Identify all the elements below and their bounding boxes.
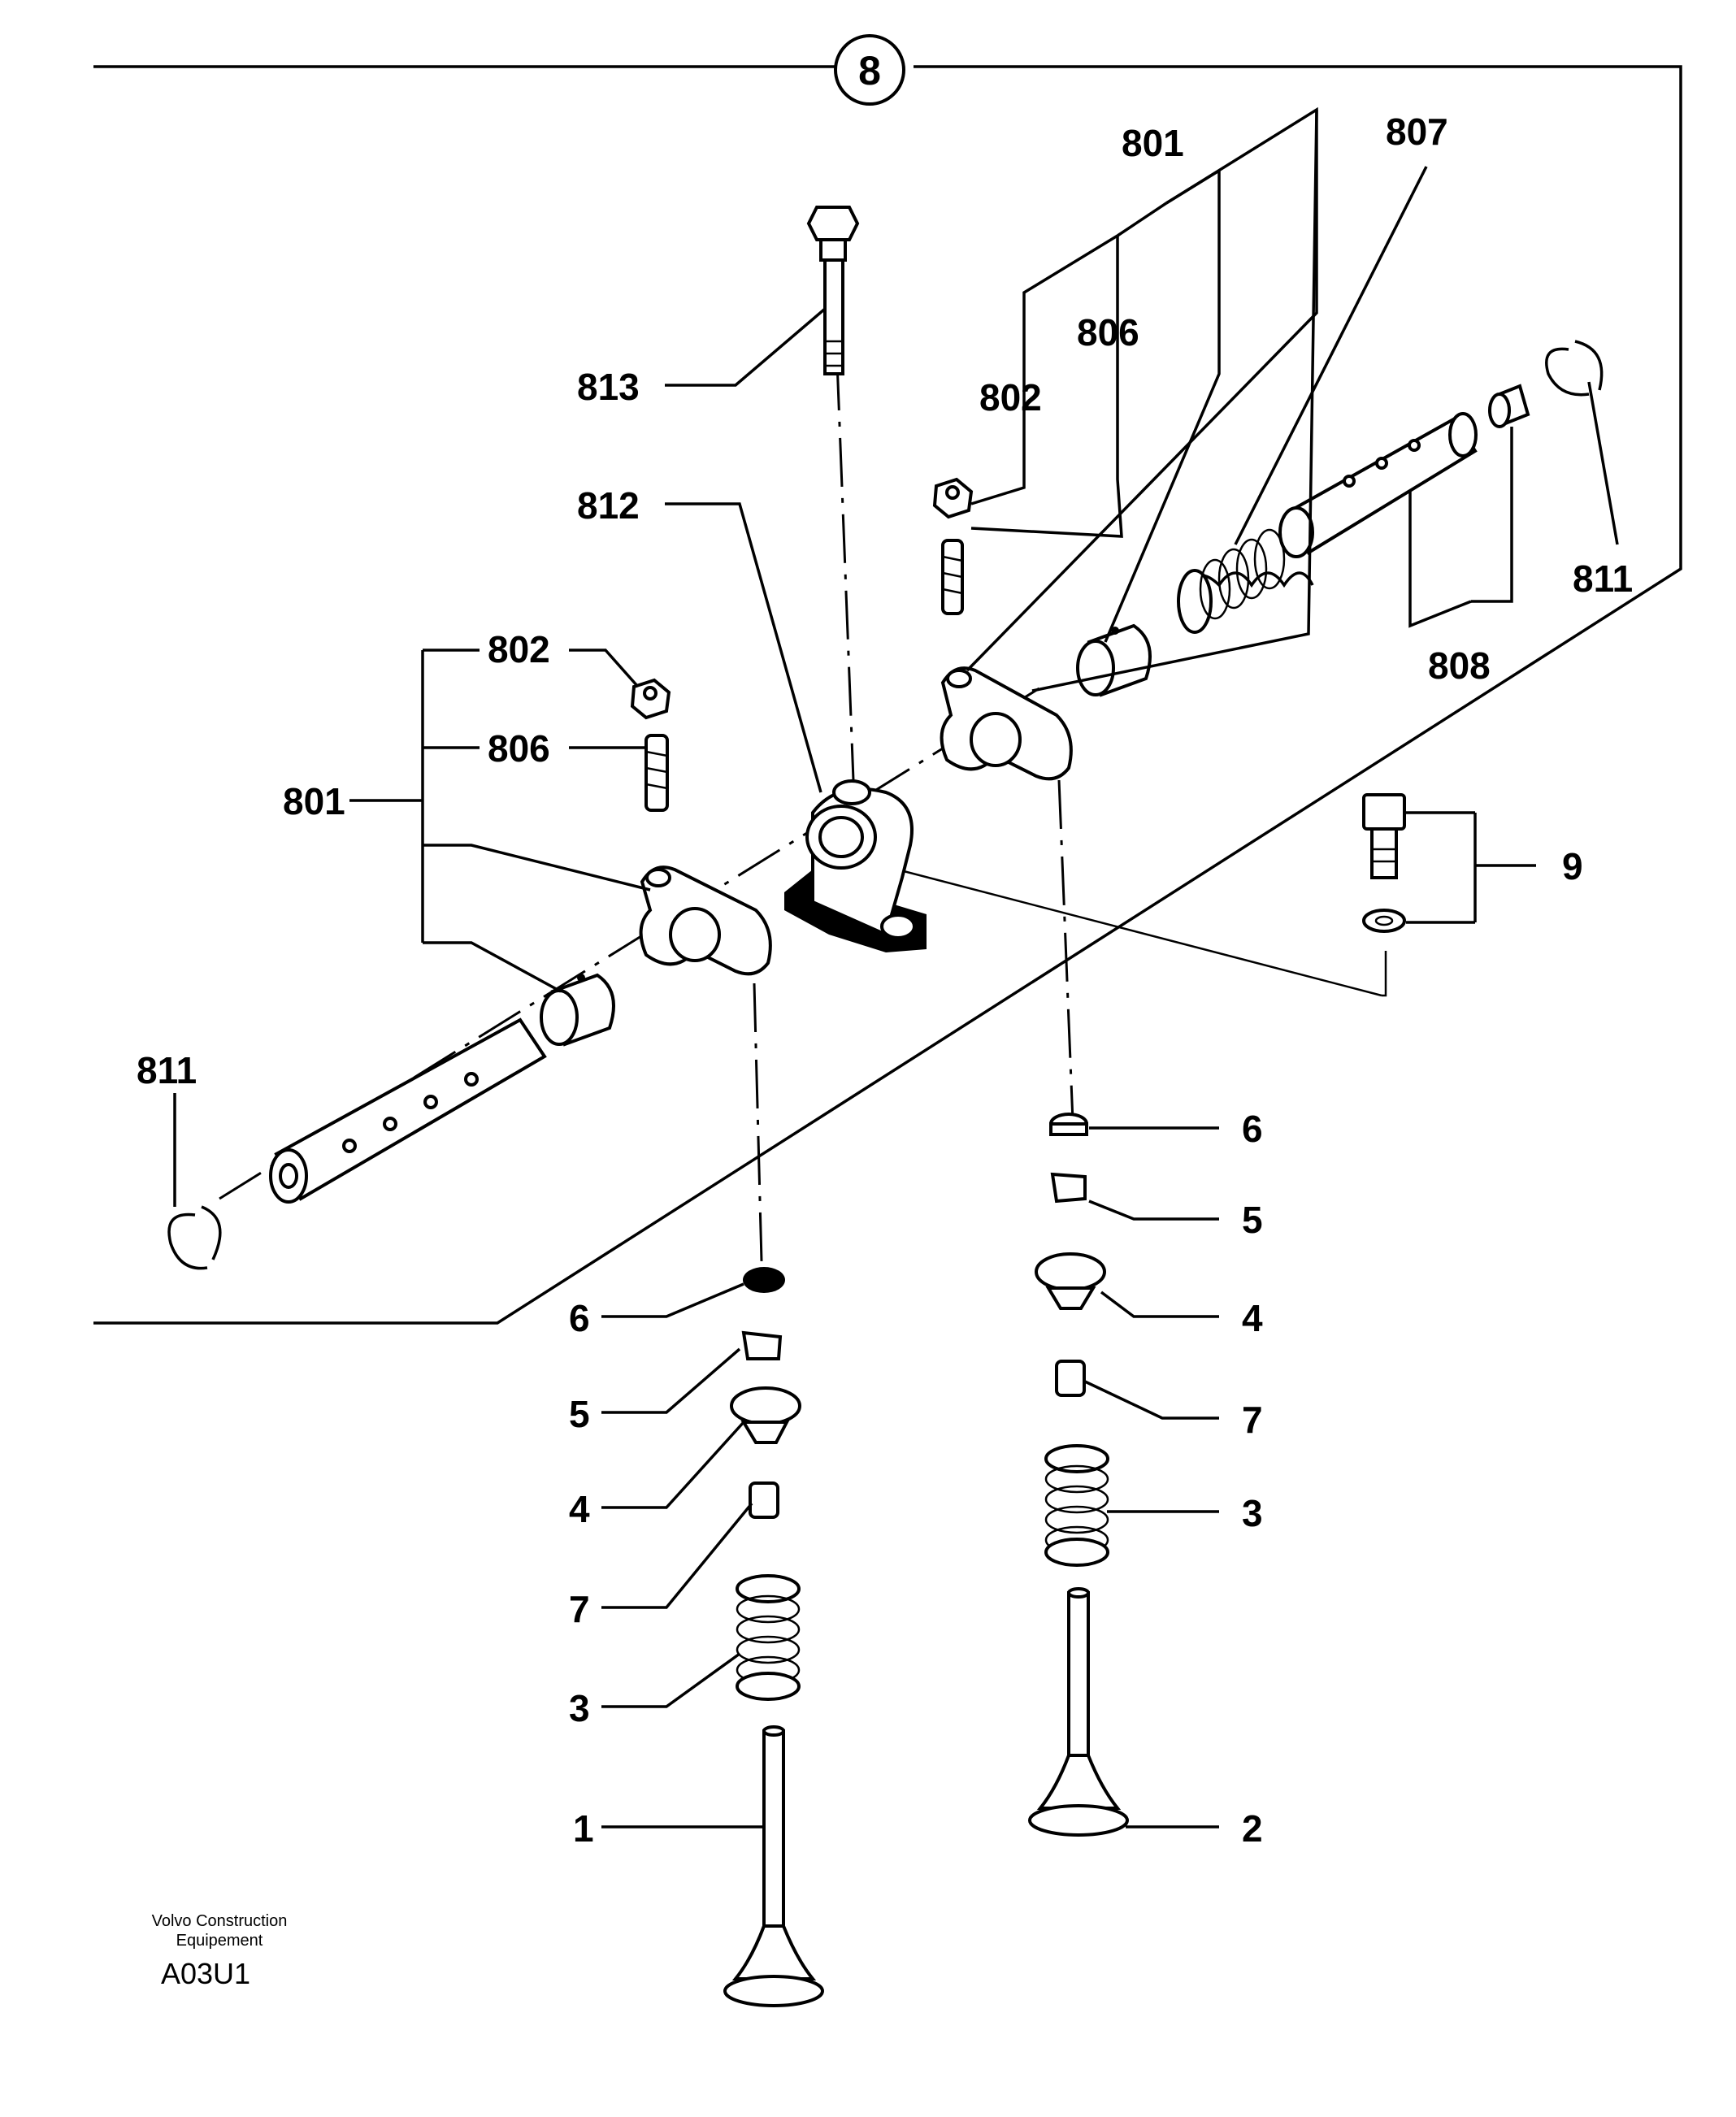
group-8-boundary xyxy=(93,65,1682,1325)
label-807: 807 xyxy=(1386,111,1448,153)
bolt-813 xyxy=(806,206,860,375)
footer-company-line1: Volvo Construction xyxy=(151,1912,288,1930)
circlip-right-811 xyxy=(1545,340,1604,397)
label-808: 808 xyxy=(1428,644,1491,687)
bushing-right xyxy=(1076,623,1152,697)
label-4-left: 4 xyxy=(569,1488,590,1530)
label-5-right: 5 xyxy=(1242,1199,1263,1241)
group-8-label: 8 xyxy=(858,48,881,93)
label-7-left: 7 xyxy=(569,1588,590,1630)
label-801-top: 801 xyxy=(1122,122,1184,164)
label-4-right: 4 xyxy=(1242,1297,1263,1339)
sleeve-right xyxy=(1488,384,1530,428)
valve-cap-left-6 xyxy=(743,1267,785,1293)
part-labels: 813 812 801 807 806 802 811 808 802 806 … xyxy=(137,111,1633,1850)
washer-9 xyxy=(1362,909,1406,933)
label-3-right: 3 xyxy=(1242,1492,1263,1534)
collet-left-5 xyxy=(741,1330,783,1360)
group-8-marker: 8 xyxy=(834,34,905,106)
label-1: 1 xyxy=(573,1807,594,1850)
retainer-right-4 xyxy=(1035,1252,1106,1310)
rocker-support-812 xyxy=(784,779,927,952)
leader-lines xyxy=(173,106,1619,1829)
shaft-808 xyxy=(1278,412,1478,558)
spring-right-3 xyxy=(1044,1444,1109,1567)
label-7-right: 7 xyxy=(1242,1399,1263,1441)
label-806-top: 806 xyxy=(1077,311,1139,354)
label-3-left: 3 xyxy=(569,1687,590,1729)
footer-company-line2: Equipement xyxy=(176,1932,263,1950)
spring-807 xyxy=(1177,528,1314,634)
label-9: 9 xyxy=(1562,845,1583,887)
valve-left-1 xyxy=(723,1725,824,2007)
label-802-top: 802 xyxy=(979,376,1042,419)
label-806-left: 806 xyxy=(488,727,550,770)
nut-left-802 xyxy=(630,678,671,720)
screw-right-806 xyxy=(941,539,964,615)
label-811-right: 811 xyxy=(1573,557,1633,600)
bushing-left xyxy=(540,973,615,1047)
retainer-left-4 xyxy=(730,1386,801,1444)
label-801-left: 801 xyxy=(283,780,345,822)
label-6-left: 6 xyxy=(569,1297,590,1339)
seal-left-7 xyxy=(749,1481,779,1519)
rocker-arm-left xyxy=(639,865,772,976)
shaft-left xyxy=(269,1017,547,1204)
footer-company: Volvo Construction Equipement xyxy=(122,1911,317,1950)
label-6-right: 6 xyxy=(1242,1108,1263,1150)
spring-left-3 xyxy=(736,1574,801,1701)
label-2: 2 xyxy=(1242,1807,1263,1850)
valve-cap-right-6 xyxy=(1049,1113,1088,1136)
circlip-left-811 xyxy=(167,1205,222,1270)
label-5-left: 5 xyxy=(569,1393,590,1435)
seal-right-7 xyxy=(1055,1360,1086,1397)
footer-diagram-code: A03U1 xyxy=(161,1957,251,1990)
collet-right-5 xyxy=(1050,1172,1087,1204)
valve-right-2 xyxy=(1028,1587,1129,1837)
nut-right-802 xyxy=(932,477,974,519)
bolt-9 xyxy=(1362,793,1406,879)
label-802-left: 802 xyxy=(488,628,550,670)
label-813: 813 xyxy=(577,366,640,408)
screw-left-806 xyxy=(644,734,669,812)
axis-lines xyxy=(219,361,1387,1293)
rocker-arm-right xyxy=(940,666,1073,781)
label-811-left: 811 xyxy=(137,1049,197,1091)
label-812: 812 xyxy=(577,484,640,527)
